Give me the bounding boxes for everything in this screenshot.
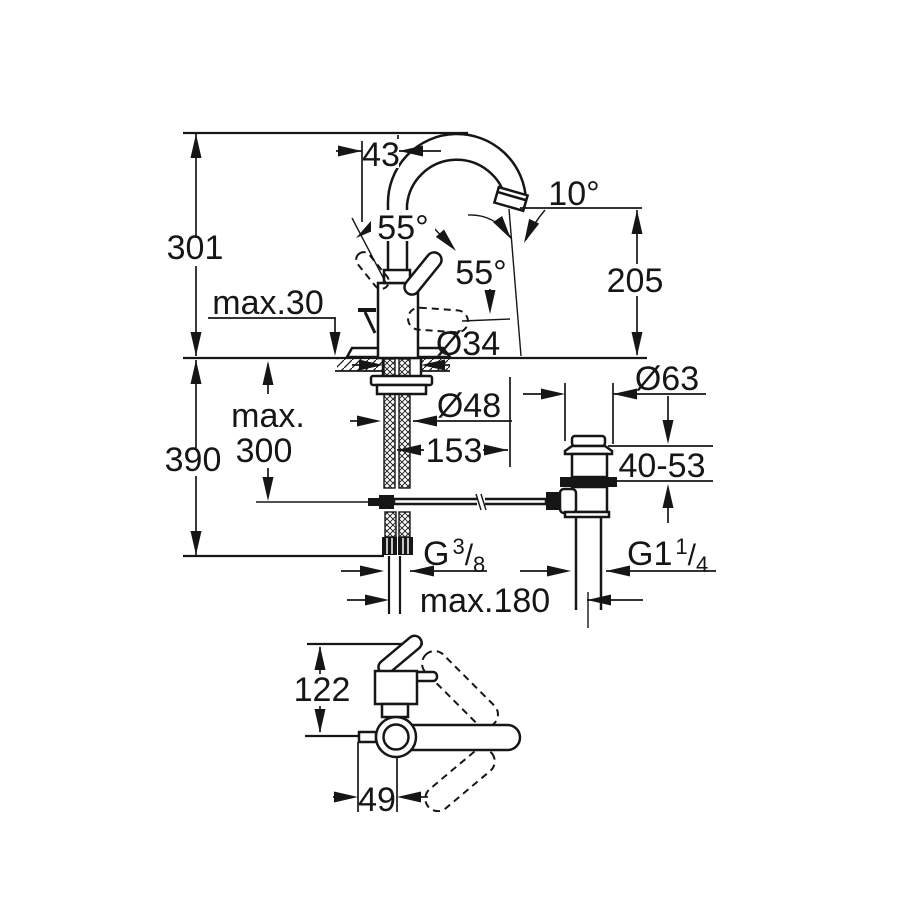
rod-joint [379, 495, 394, 509]
label-handle-angle-lift: 55° [455, 254, 506, 292]
faucet-front-view: 55° 55° 10° [256, 132, 642, 614]
label-hole-diameter: Ø34 [436, 325, 500, 363]
pop-up-rod [256, 493, 548, 511]
dim-40-53: 40-53 [608, 396, 713, 523]
label-depth-total: 390 [165, 441, 222, 479]
dim-43: 43 [336, 135, 441, 222]
dim-max300: max. 300 [231, 361, 305, 501]
spout-outer-curve [386, 132, 528, 270]
dim-153: 153 [397, 377, 511, 470]
dim-o63: Ø63 [523, 360, 706, 444]
label-drain-flange-diameter: Ø63 [635, 360, 699, 398]
label-plan-back-offset: 49 [358, 781, 396, 819]
label-plan-depth: 122 [294, 671, 351, 709]
label-rod-max-reach: max.180 [420, 582, 550, 620]
label-spout-tilt: 10° [548, 175, 599, 213]
outlet-axis-line [508, 208, 522, 357]
neck-plan [380, 702, 410, 719]
spout-swivel-up-dashed [421, 650, 499, 728]
dim-122: 122 [294, 646, 351, 733]
drain-seal [560, 477, 617, 487]
drain-assembly [546, 434, 617, 628]
dim-o48: Ø48 [350, 387, 512, 427]
dim-max180: max.180 [347, 582, 643, 620]
label-base-diameter: Ø48 [437, 387, 501, 425]
spout [386, 132, 530, 270]
label-handle-angle-open: 55° [377, 209, 428, 247]
dim-49: 49 [333, 742, 428, 819]
drain-flange [563, 444, 614, 456]
dim-390: 390 [165, 360, 222, 555]
hose-nut-right [398, 537, 413, 555]
label-height-total: 301 [167, 229, 224, 267]
spout-inner-curve [405, 158, 508, 270]
label-rod-depth-1: max. [231, 397, 305, 435]
drain-cap [570, 434, 607, 448]
label-rod-depth-2: 300 [236, 432, 293, 470]
label-spout-offset: 43 [362, 136, 400, 174]
spout-swivel-down-dashed [424, 747, 496, 813]
dim-max30: max.30 [208, 284, 341, 356]
label-spout-reach: 153 [426, 432, 483, 470]
horseshoe-washer [369, 374, 434, 387]
mounting-shank [369, 358, 434, 614]
handle-open-dashed [355, 251, 390, 290]
label-deck-thickness: max.30 [212, 284, 324, 322]
aerator-tip [492, 185, 530, 213]
dim-205: 205 [607, 210, 664, 356]
drain-upper-body [570, 452, 609, 479]
faucet-plan-view: 122 49 [294, 634, 522, 819]
spout-tilt-annotation: 10° [508, 175, 642, 357]
angle-annotations: 55° 55° [351, 209, 516, 314]
dim-o34: Ø34 [352, 325, 500, 371]
label-height-outlet: 205 [607, 262, 664, 300]
hose-nut-left [382, 537, 397, 555]
rod-knob [546, 492, 562, 510]
back-tab [357, 730, 378, 744]
horizontal-rod [392, 497, 548, 506]
handle-raised-solid [403, 251, 443, 296]
dim-301: 301 [167, 134, 224, 356]
pivot-inner-circle [382, 723, 410, 751]
mounting-nut [375, 383, 428, 396]
label-drain-clamp-range: 40-53 [619, 447, 706, 485]
pivot-outer-circle [374, 715, 418, 759]
cartridge-housing-plan [373, 669, 419, 706]
